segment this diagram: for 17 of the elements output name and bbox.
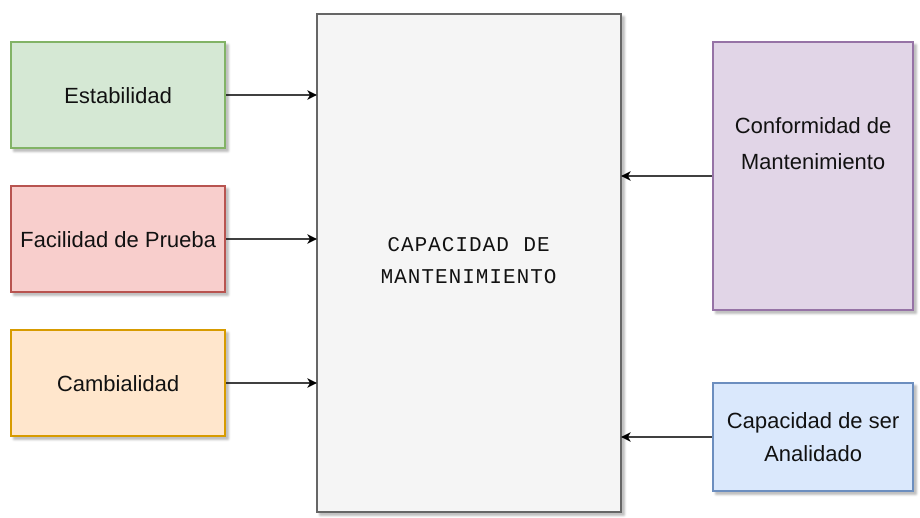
arrow xyxy=(226,378,317,388)
box-label: Cambialidad xyxy=(56,370,180,398)
process-box xyxy=(712,41,914,311)
box-label: Capacidad de ser Analidado xyxy=(726,407,900,468)
box-label: Conformidad de Mantenimiento xyxy=(734,112,892,176)
arrow xyxy=(226,234,317,244)
box-label: CAPACIDAD DE MANTENIMIENTO xyxy=(380,234,558,292)
process-box xyxy=(10,185,226,293)
process-box xyxy=(10,329,226,437)
process-box xyxy=(10,41,226,149)
arrow xyxy=(621,171,712,181)
arrow xyxy=(226,90,317,100)
process-box xyxy=(712,382,914,492)
arrow xyxy=(621,432,712,442)
process-box xyxy=(316,13,622,513)
box-label: Facilidad de Prueba xyxy=(20,226,216,254)
box-label: Estabilidad xyxy=(64,82,172,110)
